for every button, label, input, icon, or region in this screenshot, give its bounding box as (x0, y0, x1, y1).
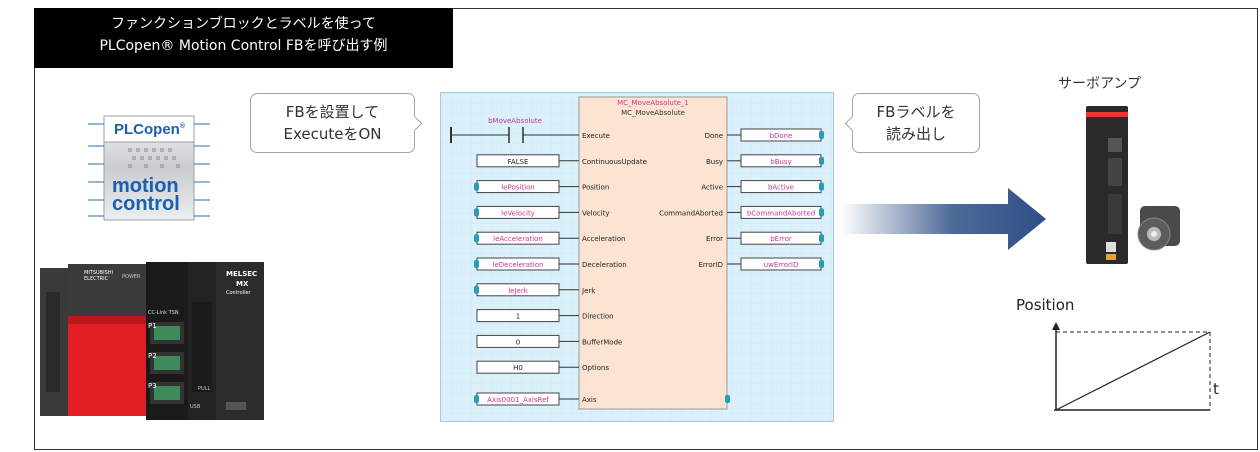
fb-input-marker (474, 260, 479, 268)
fb-input-pin: Direction (582, 313, 614, 321)
fb-output-pin: Done (705, 132, 723, 140)
fb-output-marker (819, 208, 824, 216)
callout-left-line1: FBを設置して (251, 101, 414, 123)
title-box: ファンクションブロックとラベルを使って PLCopen® Motion Cont… (34, 8, 453, 68)
fb-input-var: leDeceleration (493, 261, 544, 269)
fb-input-pin: BufferMode (582, 338, 622, 346)
fb-input-var: Axis0001_AxisRef (487, 396, 549, 404)
fb-input-pin: Acceleration (582, 235, 626, 243)
controller-graphic (40, 262, 264, 420)
fb-output-var: bActive (768, 184, 794, 192)
fb-input-var: leAcceleration (493, 235, 543, 243)
controller-port3: P3 (148, 382, 157, 390)
controller-power: POWER (122, 274, 141, 280)
callout-right: FBラベルを 読み出し (852, 93, 980, 153)
fb-output-marker (819, 260, 824, 268)
fb-output-pin: Error (706, 235, 723, 243)
fb-input-pin: Position (582, 184, 609, 192)
fb-diagram: MC_MoveAbsolute_1 MC_MoveAbsolute bMoveA… (441, 93, 834, 422)
callout-left: FBを設置して ExecuteをON (250, 93, 415, 153)
controller-model: MELSEC (226, 270, 257, 278)
position-graph-svg (1050, 322, 1214, 412)
fb-output-var: bBusy (770, 158, 791, 166)
fb-axis-out-marker (725, 395, 730, 403)
fb-input-pin: Deceleration (582, 261, 627, 269)
fb-input-marker (474, 286, 479, 294)
fb-input-pin: ContinuousUpdate (582, 158, 647, 166)
controller-model2: MX (236, 280, 248, 288)
fb-instance: MC_MoveAbsolute_1 (617, 99, 689, 107)
callout-right-line1: FBラベルを (853, 101, 979, 123)
plcopen-logo: PLCopen® motion control (88, 112, 210, 224)
flow-arrow (840, 188, 1048, 250)
fb-input-pin: Axis (582, 396, 597, 404)
logo-brand: PLCopen® (114, 121, 185, 138)
fb-input-var: FALSE (508, 158, 529, 166)
execute-var: bMoveAbsolute (488, 117, 542, 125)
controller-port2: P2 (148, 352, 157, 360)
fb-input-pin: Velocity (582, 209, 609, 217)
servo-label: サーボアンプ (1058, 73, 1141, 93)
fb-output-var: bDone (770, 132, 793, 140)
flow-arrow-graphic (840, 188, 1048, 250)
fb-type: MC_MoveAbsolute (621, 109, 685, 117)
fb-input-var: leVelocity (501, 209, 535, 217)
fb-input-marker (474, 234, 479, 242)
fb-block (579, 97, 727, 409)
fb-output-marker (819, 234, 824, 242)
fb-input-marker (474, 208, 479, 216)
fb-input-pin: Options (582, 364, 609, 372)
fb-input-pin: Execute (582, 132, 610, 140)
fb-output-pin: Active (701, 184, 723, 192)
logo-brand-mark: ® (180, 123, 185, 130)
fb-output-pin: Busy (706, 158, 723, 166)
controller-usb: USB (190, 404, 200, 410)
fb-output-var: bError (770, 235, 792, 243)
controller-cclink: CC-Link TSN (148, 310, 179, 316)
plc-controller: MITSUBISHI ELECTRIC POWER CC-Link TSN P1… (40, 262, 264, 420)
callout-left-line2: ExecuteをON (251, 123, 414, 145)
fb-output-marker (819, 131, 824, 139)
controller-brand2: ELECTRIC (84, 276, 108, 282)
servo-amplifier (1080, 106, 1210, 266)
fb-canvas: MC_MoveAbsolute_1 MC_MoveAbsolute bMoveA… (440, 92, 834, 422)
logo-word2: control (112, 193, 180, 216)
controller-port1: P1 (148, 322, 157, 330)
position-graph (1050, 322, 1214, 412)
graph-ylabel: Position (1016, 296, 1074, 314)
fb-input-var: leJerk (508, 287, 529, 295)
fb-input-var: 0 (516, 338, 520, 346)
title-line1: ファンクションブロックとラベルを使って (34, 13, 453, 35)
servo-graphic (1080, 106, 1210, 266)
fb-input-marker (474, 183, 479, 191)
fb-output-marker (819, 183, 824, 191)
fb-input-var: lePosition (501, 184, 535, 192)
fb-input-var: 1 (516, 313, 520, 321)
fb-input-pin: Jerk (581, 287, 596, 295)
fb-output-pin: ErrorID (698, 261, 723, 269)
fb-input-var: H0 (513, 364, 523, 372)
controller-pull: PULL (198, 386, 210, 392)
graph-xlabel: t (1213, 380, 1219, 398)
callout-right-line2: 読み出し (853, 123, 979, 145)
fb-output-marker (819, 157, 824, 165)
controller-model3: Controller (226, 290, 251, 296)
fb-output-pin: CommandAborted (659, 209, 723, 217)
logo-brand-text: PLCopen (114, 121, 180, 138)
title-line2: PLCopen® Motion Control FBを呼び出す例 (34, 35, 453, 57)
fb-output-var: uwErrorID (764, 261, 799, 269)
fb-input-marker (474, 395, 479, 403)
fb-output-var: bCommandAborted (747, 209, 815, 217)
